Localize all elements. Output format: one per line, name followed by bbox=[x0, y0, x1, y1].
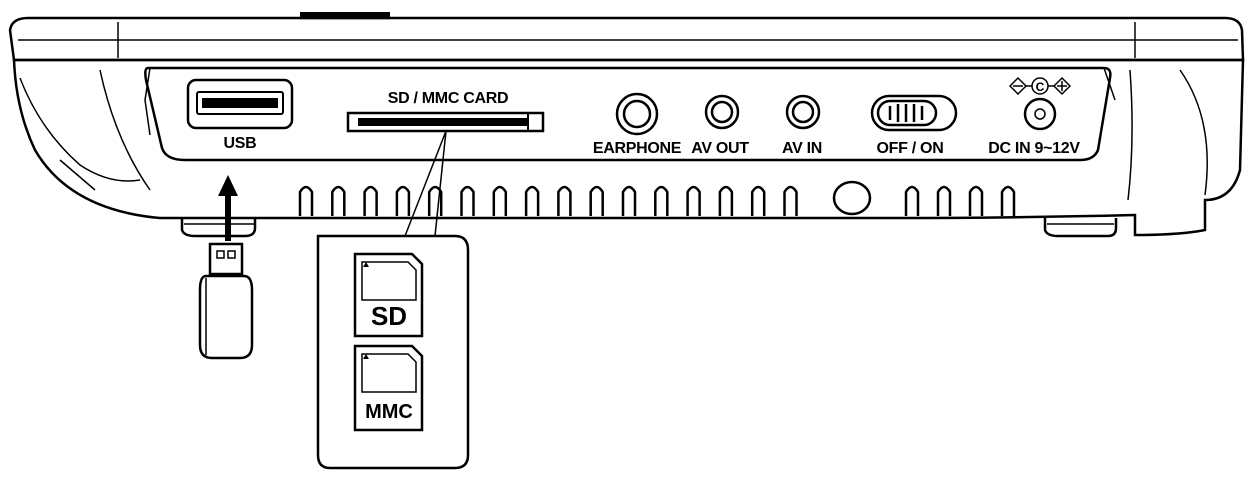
vent-slot bbox=[750, 185, 766, 216]
av-out-jack[interactable] bbox=[704, 94, 740, 130]
mmc-card-icon: MMC bbox=[353, 344, 424, 432]
vent-slot bbox=[298, 185, 314, 216]
sd-card-label: SD bbox=[371, 301, 407, 331]
device-body bbox=[8, 12, 1245, 237]
vent-slot bbox=[460, 185, 475, 216]
earphone-jack[interactable] bbox=[615, 92, 659, 136]
sd-card-icon: SD bbox=[353, 252, 424, 338]
vent-slot bbox=[904, 185, 920, 216]
center-foot bbox=[832, 180, 872, 216]
vent-slot bbox=[524, 185, 540, 216]
vent-slot bbox=[589, 185, 604, 216]
vent-slot bbox=[427, 185, 443, 216]
usb-port[interactable] bbox=[186, 78, 294, 130]
device-feet bbox=[180, 218, 1118, 238]
card-panel bbox=[316, 234, 470, 470]
power-switch[interactable] bbox=[870, 94, 958, 132]
polarity-icon: C bbox=[1008, 76, 1072, 96]
dc-in-jack[interactable] bbox=[1023, 97, 1057, 131]
vent-slot bbox=[557, 185, 572, 216]
vent-slot bbox=[783, 185, 798, 216]
dc-in-label: DC IN 9~12V bbox=[988, 140, 1080, 157]
vent-slot bbox=[492, 185, 508, 216]
usb-flash-drive-icon bbox=[198, 242, 254, 360]
vent-slot bbox=[363, 185, 378, 216]
vent-slot bbox=[936, 185, 952, 216]
power-switch-label: OFF / ON bbox=[877, 140, 944, 157]
card-slot[interactable] bbox=[346, 111, 545, 133]
av-in-label: AV IN bbox=[782, 140, 822, 157]
vent-slot bbox=[686, 185, 701, 216]
vent-slot bbox=[331, 185, 346, 216]
insert-arrow-icon bbox=[218, 175, 238, 241]
vent-slot bbox=[621, 185, 637, 216]
av-in-jack[interactable] bbox=[785, 94, 821, 130]
card-callout-lines bbox=[404, 130, 447, 237]
vent-slot bbox=[395, 185, 411, 216]
mmc-card-label: MMC bbox=[365, 401, 413, 423]
vent-slots bbox=[298, 185, 1016, 216]
card-slot-label: SD / MMC CARD bbox=[388, 90, 509, 107]
earphone-label: EARPHONE bbox=[593, 140, 682, 157]
av-out-label: AV OUT bbox=[691, 140, 749, 157]
vent-slot bbox=[968, 185, 984, 216]
usb-label: USB bbox=[224, 135, 257, 152]
vent-slot bbox=[654, 185, 669, 216]
vent-slot bbox=[718, 185, 734, 216]
polarity-center-label: C bbox=[1036, 80, 1045, 94]
vent-slot bbox=[1000, 185, 1016, 216]
